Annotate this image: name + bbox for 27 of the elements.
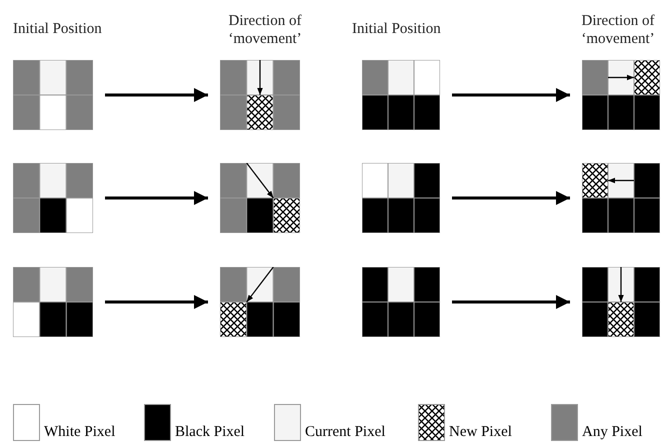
pixel-grid-drawing xyxy=(362,60,440,130)
pixel-grid-drawing xyxy=(220,267,300,337)
column-heading: Initial Position xyxy=(352,20,442,38)
pixel-grid-drawing xyxy=(13,60,93,130)
pixel-grid-drawing xyxy=(582,267,660,337)
arrow xyxy=(452,295,570,309)
pixel-grid-drawing xyxy=(582,163,660,233)
legend-label: Any Pixel xyxy=(582,423,642,441)
pixel-grid-drawing xyxy=(220,60,300,130)
pixel-grid-drawing xyxy=(362,267,440,337)
pixel-grid-drawing xyxy=(362,163,440,233)
arrow xyxy=(452,88,570,102)
pixel-grid-drawing xyxy=(13,267,93,337)
column-heading: Direction of ‘movement’ xyxy=(580,12,656,48)
pixel-grid-drawing xyxy=(13,163,93,233)
pixel-grid-drawing xyxy=(220,163,300,233)
arrow xyxy=(452,191,570,205)
arrow xyxy=(105,191,208,205)
arrow xyxy=(105,88,208,102)
legend-label: Black Pixel xyxy=(175,423,245,441)
pixel-grid-drawing xyxy=(582,60,660,130)
legend-label: White Pixel xyxy=(44,423,116,441)
legend-label: Current Pixel xyxy=(305,423,386,441)
arrow xyxy=(105,295,208,309)
legend-label: New Pixel xyxy=(449,423,512,441)
column-heading: Direction of ‘movement’ xyxy=(227,12,303,48)
column-heading: Initial Position xyxy=(13,20,103,38)
